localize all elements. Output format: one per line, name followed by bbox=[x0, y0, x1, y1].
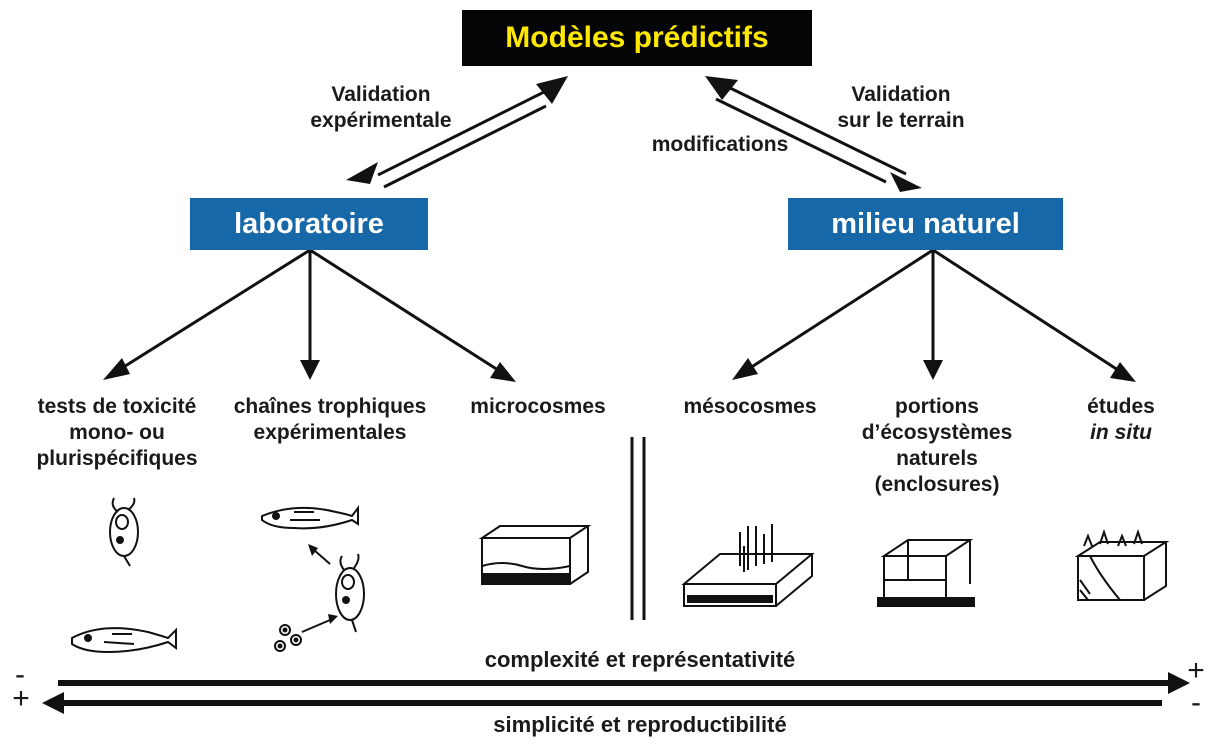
daphnia-illustration bbox=[109, 497, 139, 567]
validation-terrain-label: Validation sur le terrain bbox=[816, 82, 986, 134]
tests-line2: mono- ou bbox=[69, 421, 165, 444]
complexite-label: complexité et représentativité bbox=[484, 647, 796, 672]
validation-left-double-arrow bbox=[346, 76, 568, 189]
complexity-arrow bbox=[58, 672, 1190, 694]
tests-line1: tests de toxicité bbox=[37, 395, 197, 418]
etudes-line2: in situ bbox=[1090, 421, 1152, 444]
validation-right-double-arrow bbox=[705, 76, 922, 192]
left-plus-sign: + bbox=[12, 682, 30, 715]
validation-right-line1: Validation bbox=[851, 83, 951, 106]
fish-illustration bbox=[71, 627, 177, 654]
enclosure-illustration bbox=[877, 539, 975, 607]
nature-branch-arrows bbox=[732, 248, 1136, 382]
tests-toxicite-label: tests de toxicité mono- ou plurispécifiq… bbox=[0, 394, 234, 472]
right-plus-sign: + bbox=[1187, 654, 1205, 687]
etudes-line1: études bbox=[1087, 395, 1155, 418]
right-minus-sign: - bbox=[1191, 686, 1201, 719]
food-chain-algae-icon bbox=[274, 624, 302, 652]
mesocosm-illustration bbox=[681, 524, 815, 607]
portions-line4: (enclosures) bbox=[874, 473, 1000, 496]
simplicite-label: simplicité et reproductibilité bbox=[493, 712, 787, 737]
food-chain-arrow-lower bbox=[301, 614, 338, 633]
validation-experimentale-label: Validation expérimentale bbox=[296, 82, 466, 134]
milieu-naturel-box: milieu naturel bbox=[788, 198, 1063, 250]
portions-line3: naturels bbox=[896, 447, 978, 470]
portions-line2: d’écosystèmes bbox=[861, 421, 1013, 444]
predictive-models-box: Modèles prédictifs bbox=[462, 10, 812, 66]
food-chain-arrow-upper bbox=[308, 544, 331, 565]
food-chain-daphnia-icon bbox=[335, 553, 365, 633]
tests-line3: plurispécifiques bbox=[36, 447, 198, 470]
portions-line1: portions bbox=[895, 395, 979, 418]
simplicity-arrow bbox=[42, 692, 1162, 714]
portions-ecosystemes-label: portions d’écosystèmes naturels (enclosu… bbox=[854, 394, 1020, 498]
lab-branch-arrows bbox=[103, 248, 516, 382]
modifications-label: modifications bbox=[651, 133, 789, 156]
left-minus-sign: - bbox=[15, 658, 25, 691]
chaines-line1: chaînes trophiques bbox=[233, 395, 427, 418]
lab-nature-separator bbox=[630, 437, 646, 620]
microcosm-tank-illustration bbox=[478, 525, 592, 585]
mesocosmes-label: mésocosmes bbox=[683, 395, 817, 418]
laboratoire-box: laboratoire bbox=[190, 198, 428, 250]
validation-right-line2: sur le terrain bbox=[837, 109, 965, 132]
chaines-line2: expérimentales bbox=[253, 421, 407, 444]
in-situ-illustration bbox=[1074, 528, 1170, 601]
validation-left-line2: expérimentale bbox=[310, 109, 452, 132]
microcosmes-label: microcosmes bbox=[470, 395, 606, 418]
validation-left-line1: Validation bbox=[331, 83, 431, 106]
etudes-in-situ-label: études in situ bbox=[1066, 394, 1176, 446]
chaines-trophiques-label: chaînes trophiques expérimentales bbox=[212, 394, 448, 446]
food-chain-fish-icon bbox=[261, 505, 359, 530]
